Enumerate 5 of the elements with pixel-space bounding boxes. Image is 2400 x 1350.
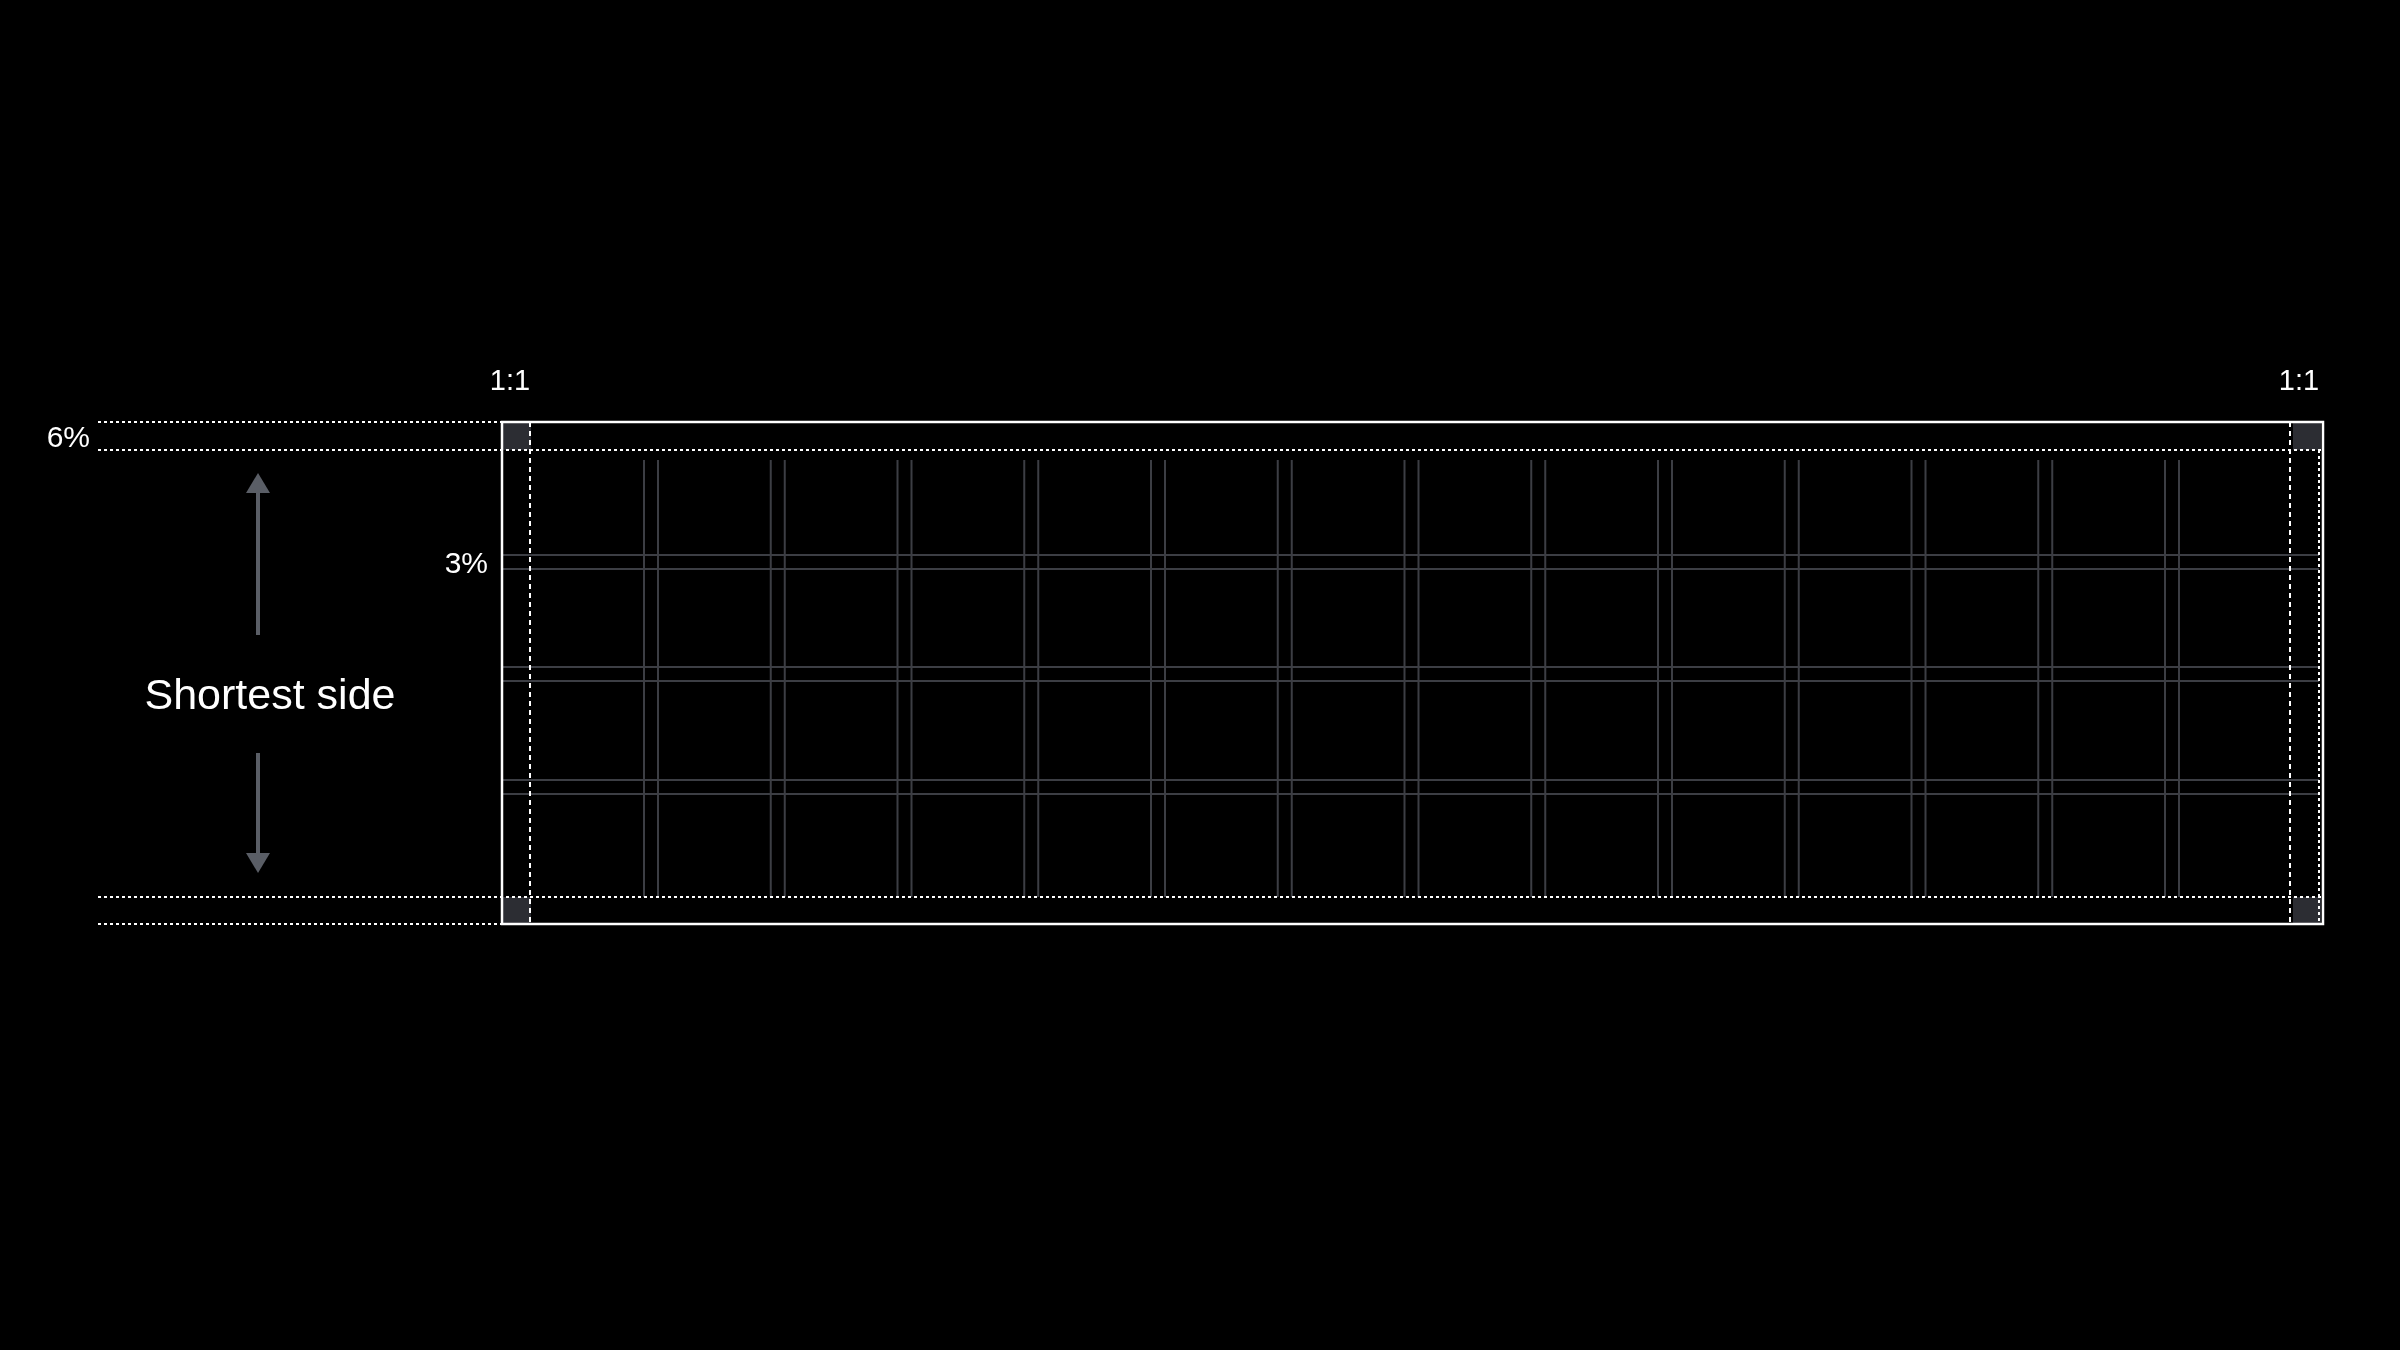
margin-label: 6% bbox=[46, 422, 90, 452]
ratio-label: 1:1 bbox=[2278, 365, 2320, 395]
ratio-label: 1:1 bbox=[489, 365, 531, 395]
margin-label: 3% bbox=[444, 548, 488, 578]
dimension-label: Shortest side bbox=[144, 672, 396, 716]
